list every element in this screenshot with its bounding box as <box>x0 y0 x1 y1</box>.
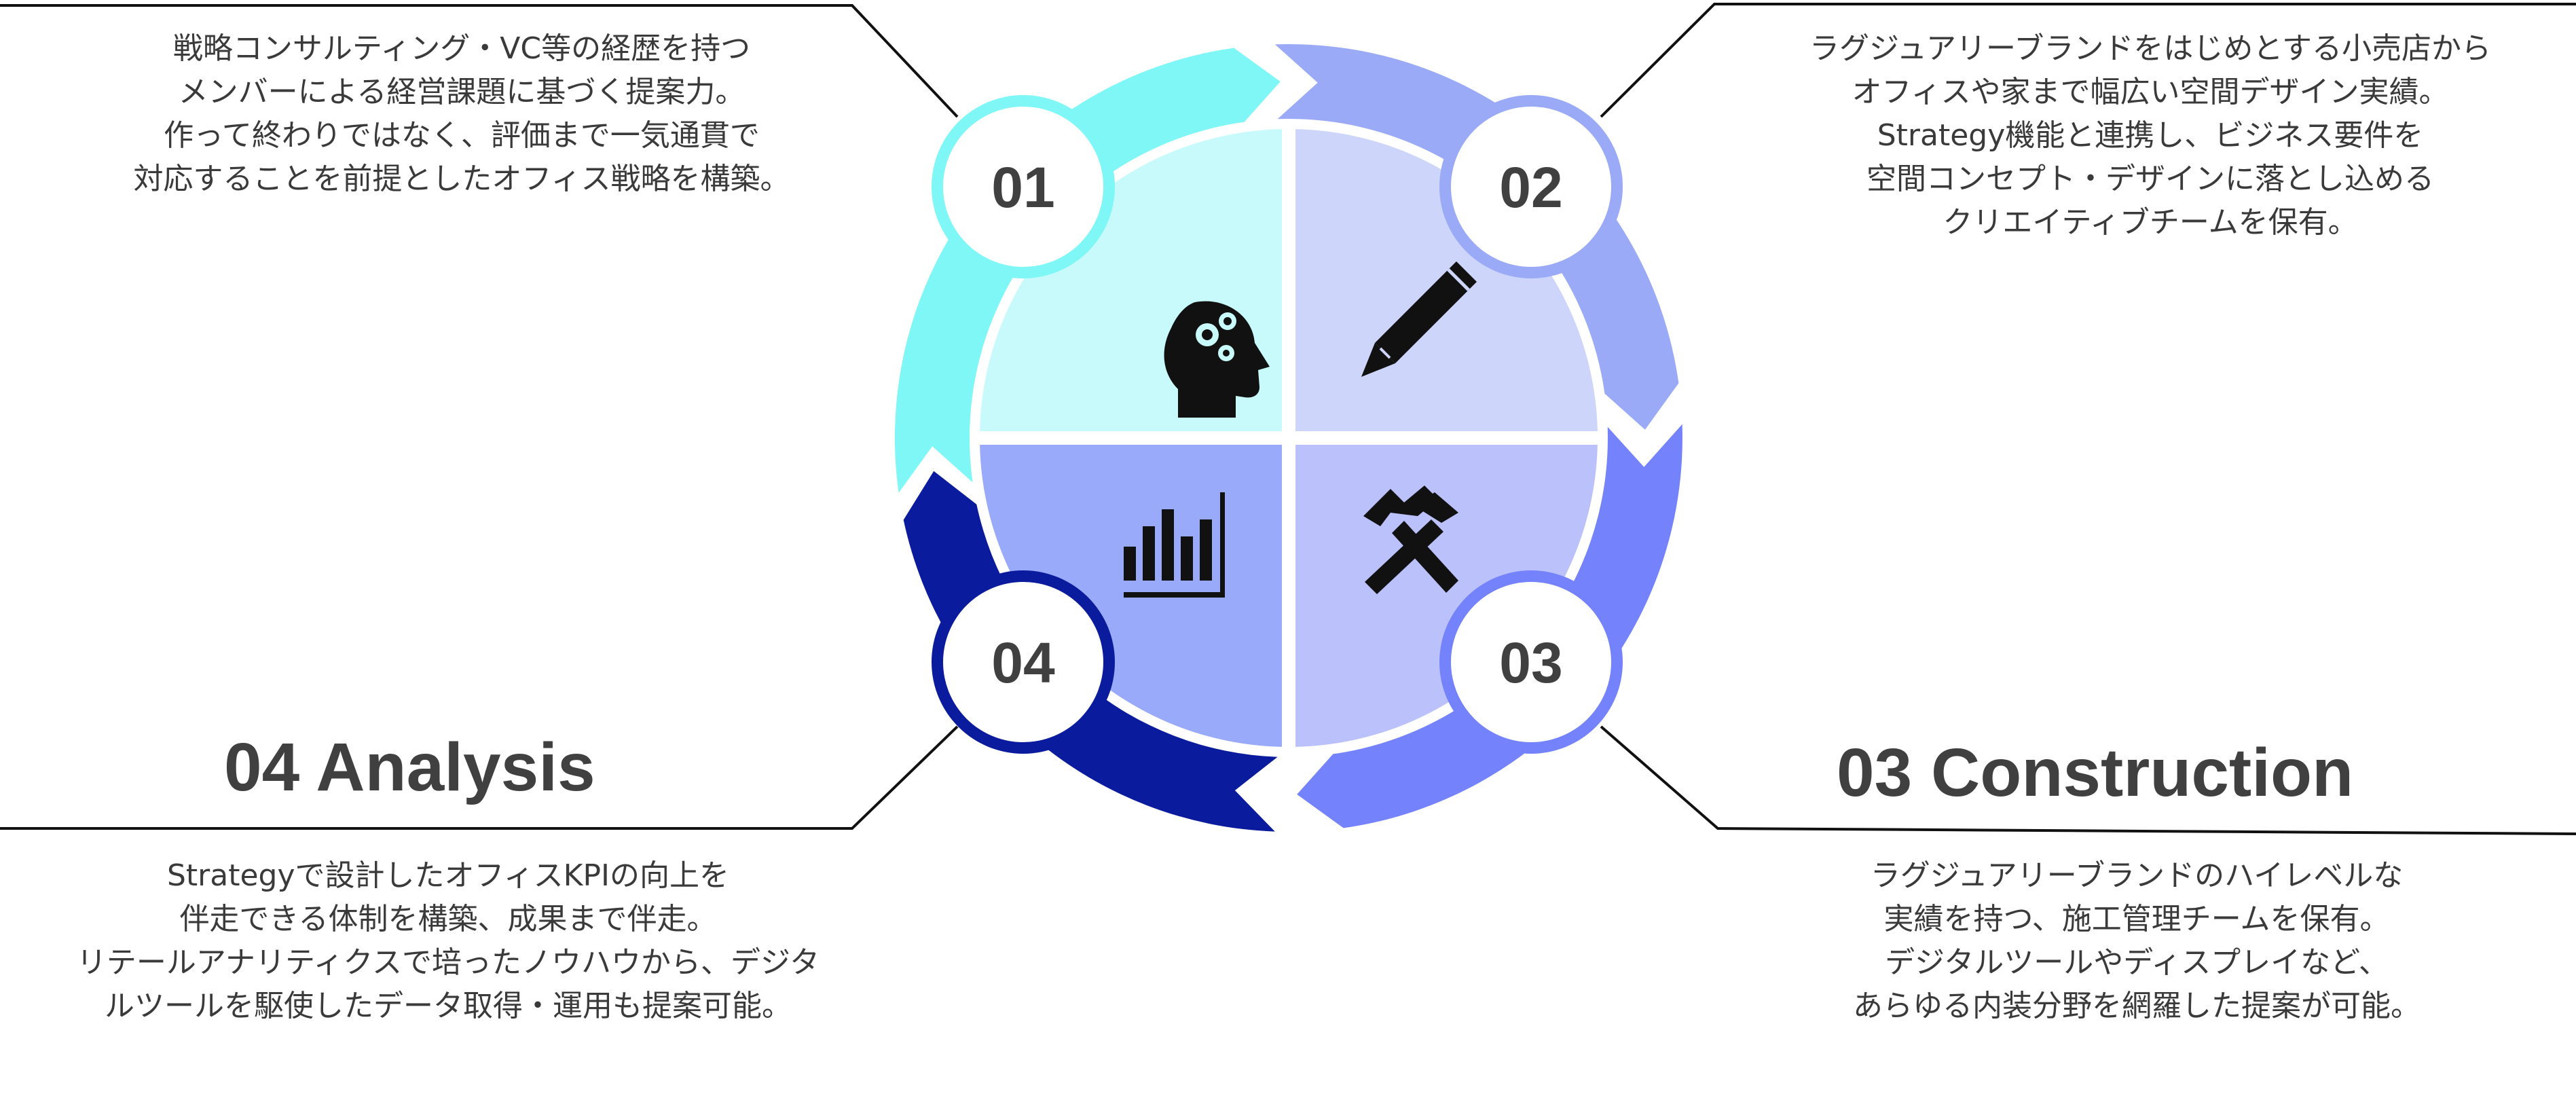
heading-construction: 03 Construction <box>1837 735 2354 811</box>
description-line: Strategy機能と連携し、ビジネス要件を <box>1877 118 2424 153</box>
description-line: 対応することを前提としたオフィス戦略を構築。 <box>133 162 790 196</box>
badge-number-03: 03 <box>1499 631 1562 695</box>
description-line: リテールアナリティクスで培ったノウハウから、デジタ <box>76 945 820 980</box>
ring-segment-04 <box>903 471 1278 832</box>
description-01: 戦略コンサルティング・VC等の経歴を持つメンバーによる経営課題に基づく提案力。作… <box>54 27 869 201</box>
description-line: メンバーによる経営課題に基づく提案力。 <box>178 75 746 109</box>
description-line: 伴走できる体制を構築、成果まで伴走。 <box>179 902 717 936</box>
connector-01 <box>0 4 959 118</box>
badge-number-01: 01 <box>991 155 1054 219</box>
description-line: デジタルツールやディスプレイなど、 <box>1885 945 2389 980</box>
head-gears-icon <box>1164 301 1270 418</box>
badge-01: 01 <box>932 95 1115 278</box>
badge-number-02: 02 <box>1499 155 1562 219</box>
description-line: ラグジュアリーブランドをはじめとする小売店から <box>1809 31 2492 66</box>
description-03: ラグジュアリーブランドのハイレベルな実績を持つ、施工管理チームを保有。デジタルツ… <box>1711 854 2562 1028</box>
connector-02 <box>1600 3 2576 118</box>
description-line: クリエイティブチームを保有。 <box>1943 205 2358 240</box>
description-line: ラグジュアリーブランドのハイレベルな <box>1870 858 2404 893</box>
badge-03: 03 <box>1439 570 1623 754</box>
connector-03 <box>1600 725 2576 835</box>
badge-04: 04 <box>932 570 1115 754</box>
description-line: あらゆる内装分野を網羅した提案が可能。 <box>1853 989 2421 1023</box>
pencil-icon <box>1361 261 1477 377</box>
description-line: 作って終わりではなく、評価まで一気通貫で <box>164 118 760 153</box>
heading-analysis: 04 Analysis <box>224 729 595 805</box>
description-line: 実績を持つ、施工管理チームを保有。 <box>1883 902 2390 936</box>
connector-lines <box>0 3 2576 835</box>
description-line: 空間コンセプト・デザインに落とし込める <box>1866 162 2434 196</box>
badge-number-04: 04 <box>991 631 1055 695</box>
description-line: ルツールを駆使したデータ取得・運用も提案可能。 <box>105 989 792 1023</box>
description-02: ラグジュアリーブランドをはじめとする小売店からオフィスや家まで幅広い空間デザイン… <box>1725 27 2576 244</box>
connector-04 <box>0 725 959 830</box>
description-line: Strategyで設計したオフィスKPIの向上を <box>166 858 729 893</box>
description-line: 戦略コンサルティング・VC等の経歴を持つ <box>172 31 751 66</box>
badge-02: 02 <box>1439 95 1623 278</box>
hammers-icon <box>1363 486 1458 594</box>
description-line: オフィスや家まで幅広い空間デザイン実績。 <box>1852 75 2449 109</box>
badges: 01 02 03 04 <box>932 95 1623 754</box>
bar-chart-icon <box>1124 492 1225 598</box>
description-04: Strategyで設計したオフィスKPIの向上を伴走できる体制を構築、成果まで伴… <box>41 854 855 1028</box>
